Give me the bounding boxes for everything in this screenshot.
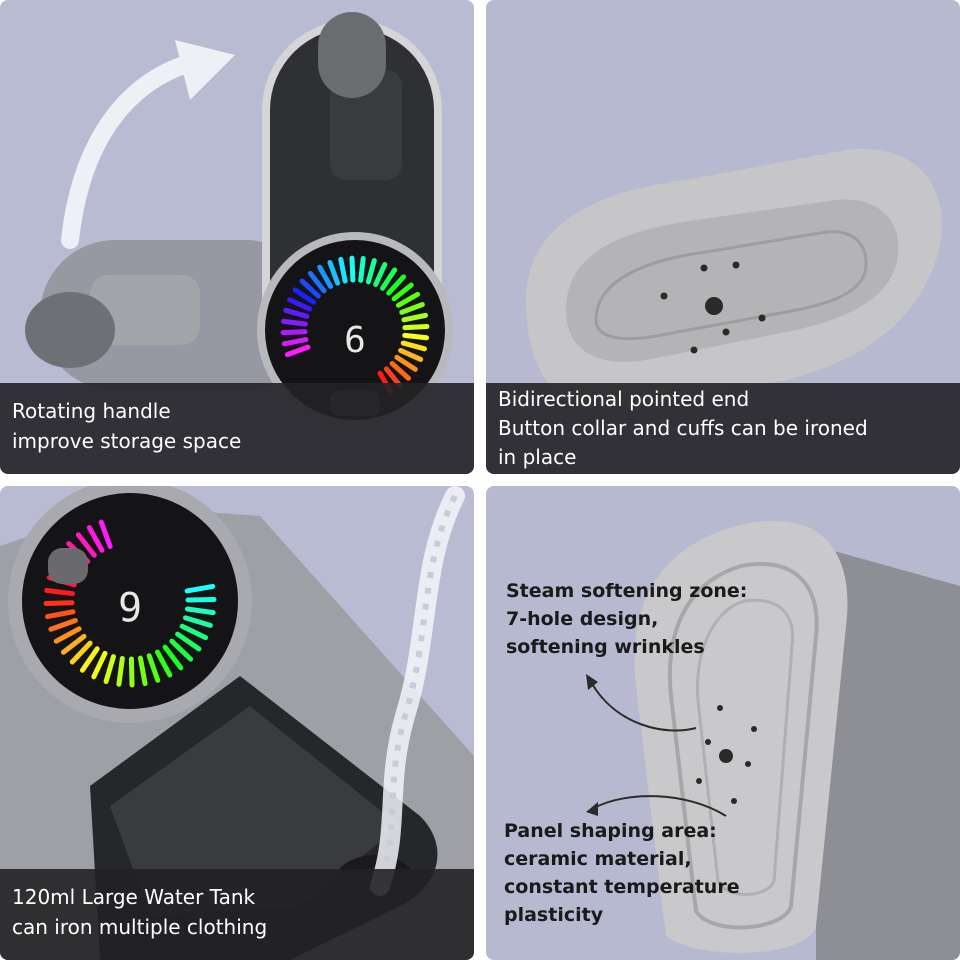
dial-led-segment [317,264,334,289]
rotation-arrow-head [175,40,235,100]
dial-led-segment [281,337,309,347]
dial-led-segment [283,307,310,319]
ghost-handle-knob [25,292,115,368]
rotation-arrow-shaft [61,51,209,249]
caption-line: in place [498,445,577,469]
dial-led-segment [86,525,105,553]
dial-led-segment [395,291,421,308]
dial-led-segment [373,261,388,287]
dial-led-segment [307,270,327,294]
dial-led-segment [402,324,430,331]
dial-led-segment [91,650,108,680]
panel-rotating-handle: 6 Rotating handle improve storage space [0,0,474,474]
steam-zone-label: softening wrinkles [506,636,705,658]
dial-led-segment [137,655,148,687]
panel-zone-label: constant temperature [504,876,740,898]
rotating-handle-illustration: 6 [25,12,453,428]
vertical-handle-knob [318,12,386,98]
steam-zone-label: 7-hole design, [506,608,659,630]
dial-led-segment [60,633,87,655]
dial-led-segment [394,354,418,372]
soleplate-groove [594,230,868,341]
ghost-handle-window [90,275,200,345]
dial-led-segment [184,606,216,616]
panel-soleplate: Steam softening zone: 7-hole design, sof… [486,486,960,960]
dial-led-segment [44,587,75,597]
caption-line: Button collar and cuffs can be ironed [498,416,868,440]
dial-led-segment [358,255,366,283]
dial-led-segment [154,649,173,678]
soleplate-rim [566,199,899,362]
soleplate-groove [668,562,819,930]
steam-zone-label: Steam softening zone: [506,580,748,602]
dial-led-segment [281,318,308,327]
dial-led-ring [280,255,430,395]
dial-led-segment [146,653,161,683]
panel-zone-pointer-head [586,802,598,816]
caption-line: Rotating handle [12,399,171,423]
dial-led-segment [179,623,209,641]
soleplate-side-illustration [586,520,960,960]
dial-led-segment [391,282,414,302]
iron-side-body [816,546,960,960]
dial-led-segment [184,583,216,594]
dial-led-segment [292,287,316,305]
dial-led-segment [386,274,407,296]
dial-led-segment [162,644,184,671]
steam-holes [660,261,766,354]
caption-bar: 120ml Large Water Tank can iron multiple… [0,869,474,960]
caption-line: improve storage space [12,429,242,453]
dial-led-segment [349,255,356,283]
dial-led-segment [284,344,311,358]
dial-led-segment [169,638,194,662]
panel-water-tank: 6 120ml Large Water Tank can iron multip… [0,486,474,960]
dial-led-segment [380,267,398,291]
dial-led-segment [128,656,135,688]
caption-bar: Bidirectional pointed end Button collar … [486,383,960,474]
panel-pointed-end: Bidirectional pointed end Button collar … [486,0,960,474]
dial-led-segment [79,646,100,673]
panel-zone-label: plasticity [504,904,604,926]
dial-led-segment [365,258,377,285]
dial-led-segment [75,532,97,558]
steam-zone-pointer-head [586,674,598,690]
dial-led-segment [280,329,308,336]
caption-line: can iron multiple clothing [12,915,268,939]
dial-led-segment [44,609,76,620]
dial-led-segment [103,654,116,685]
dial-led-segment [98,519,113,549]
dial-digit: 6 [118,582,142,628]
steam-zone-pointer [590,681,697,732]
water-stream-texture [377,494,458,887]
dial-led-segment [327,259,341,286]
dial-led-segment [175,631,202,652]
dial-led-segment [69,640,93,665]
dial-led-segment [299,278,321,299]
dial-led-segment [400,340,427,352]
dial-led-segment [182,615,213,628]
dial-led-segment [398,347,424,362]
dial-led-segment [402,332,430,341]
panel-zone-pointer [593,795,727,817]
panel-zone-label: ceramic material, [504,848,692,870]
dial-led-segment [116,655,125,687]
soleplate-top-illustration [526,148,942,412]
dial-led-segment [48,618,78,632]
dial-led-segment [287,297,313,312]
dial-led-segment [53,626,82,644]
dial-led-segment [389,361,411,381]
dial-led-segment [401,312,428,323]
caption-line: Bidirectional pointed end [498,387,750,411]
soleplate-inner-groove [695,598,795,896]
dial-digit: 6 [344,320,366,361]
dial-button [48,548,88,584]
dial-led-segment [399,302,425,315]
caption-bar: Rotating handle improve storage space [0,383,474,474]
dial-led-segment [338,256,348,284]
steam-holes [696,705,757,804]
panel-zone-label: Panel shaping area: [504,820,717,842]
water-tank-window [110,706,400,916]
dial-led-segment [43,600,75,607]
caption-line: 120ml Large Water Tank [12,885,256,909]
